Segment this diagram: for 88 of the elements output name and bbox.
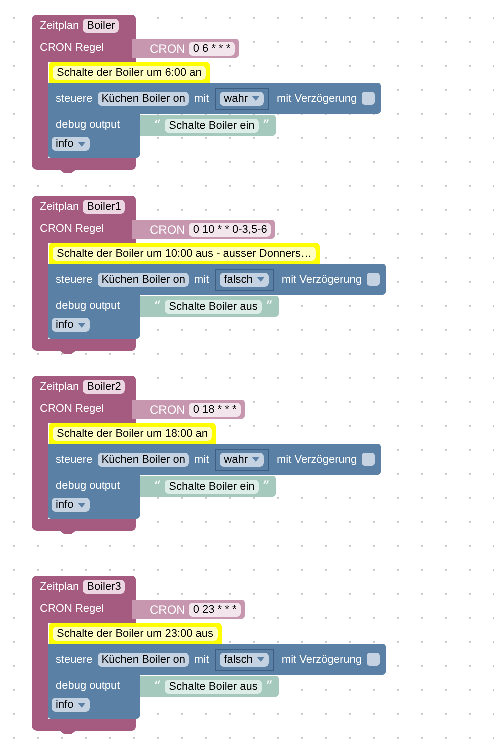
name-field: Boiler [83,19,120,33]
quote-mark: “ [154,480,162,494]
block-label: debug output [56,680,120,692]
text-block [140,296,280,317]
cron-block [132,220,276,239]
block-label: mit Verzögerung [277,454,358,466]
cron-block [132,39,239,58]
action-block [48,264,386,295]
block-label: CRON [150,222,186,236]
value-block [215,268,274,290]
text-field: Schalte Boiler ein [165,480,259,494]
cron-block [132,400,245,419]
block-label: steuere [56,654,93,666]
cron-field: 0 6 * * * [189,42,235,56]
block-label: debug output [56,480,120,492]
block-label: mit Verzögerung [277,92,358,104]
comment-block [49,623,222,644]
dropdown: wahr [220,452,264,466]
dropdown: falsch [220,272,269,286]
block-label: CRON Regel [40,403,104,415]
text-field: Schalte Boiler aus [165,680,262,694]
action-block [48,644,386,675]
dropdown: wahr [220,92,264,106]
device-field: Küchen Boiler on [98,272,190,286]
cron-field: 0 18 * * * [189,402,241,416]
quote-mark: “ [154,680,162,694]
comment-text: Schalte der Boiler um 18:00 an [53,426,212,440]
comment-block [49,243,320,264]
comment-text: Schalte der Boiler um 10:00 aus - ausser Donners… [53,246,316,260]
block-label: Zeitplan [40,381,80,393]
block-label: CRON [150,402,186,416]
block-label: Zeitplan [40,20,80,32]
dropdown: info [52,318,90,332]
comment-text: Schalte der Boiler um 6:00 an [53,66,206,80]
block-label: steuere [56,274,93,286]
text-block [140,476,276,497]
device-field: Küchen Boiler on [98,452,190,466]
action-block [48,83,382,114]
value-block [215,88,269,110]
quote-mark: ” [262,480,270,494]
quote-mark: ” [262,118,270,132]
cron-field: 0 23 * * * [189,602,241,616]
block-label: debug output [56,119,120,131]
block-label: mit [194,274,210,286]
debug-block [48,114,140,158]
block-label: mit Verzögerung [282,274,362,286]
block-label: mit [194,92,210,104]
block-label: debug output [56,300,120,312]
value-block [215,448,269,470]
block-label: CRON [150,602,186,616]
action-block [48,444,382,475]
text-block [140,115,276,136]
block-label: CRON Regel [40,603,104,615]
text-field: Schalte Boiler ein [165,118,259,132]
comment-block [49,62,210,83]
block-label: Zeitplan [40,201,80,213]
comment-block [49,423,216,444]
dropdown: info [52,498,90,512]
quote-mark: ” [266,680,274,694]
debug-block [48,675,140,719]
text-field: Schalte Boiler aus [165,300,262,314]
dropdown: falsch [220,652,269,666]
debug-block [48,295,140,339]
debug-block [48,475,140,519]
block-label: steuere [56,454,93,466]
quote-mark: ” [266,300,274,314]
block-label: CRON Regel [40,42,104,54]
cron-block [132,600,245,619]
text-block [140,676,280,697]
device-field: Küchen Boiler on [98,652,190,666]
quote-mark: “ [154,300,162,314]
quote-mark: “ [154,118,162,132]
block-label: Zeitplan [40,581,80,593]
dropdown: info [52,698,90,712]
name-field: Boiler3 [83,580,126,594]
value-block [215,648,274,670]
name-field: Boiler2 [83,380,126,394]
cron-field: 0 10 * * 0-3,5-6 [189,222,272,236]
comment-text: Schalte der Boiler um 23:00 aus [53,626,218,640]
name-field: Boiler1 [83,200,126,214]
device-field: Küchen Boiler on [98,92,190,106]
block-label: CRON Regel [40,223,104,235]
block-label: mit [194,454,210,466]
block-label: mit Verzögerung [282,654,362,666]
block-label: mit [194,654,210,666]
dropdown: info [52,137,90,151]
block-label: steuere [56,92,93,104]
block-label: CRON [150,42,186,56]
